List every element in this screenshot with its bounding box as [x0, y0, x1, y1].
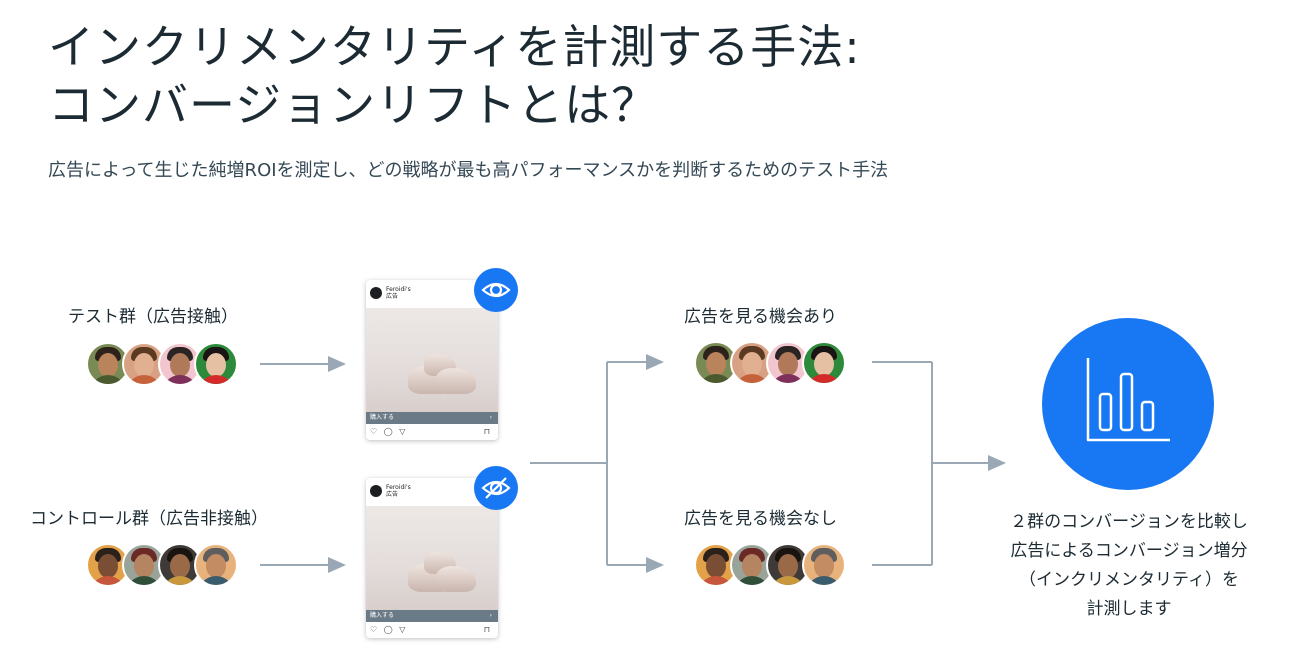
control-group-avatars: [86, 543, 238, 587]
bar-chart-icon: [1042, 318, 1214, 490]
opportunity-yes-label: 広告を見る機会あり: [684, 307, 837, 327]
ad-card-control: Feroidi's 広告 購入する › ♡ ◯ ▽ ⊓: [366, 478, 498, 638]
opportunity-no-label: 広告を見る機会なし: [684, 509, 837, 529]
avatar: [730, 341, 774, 385]
control-group-label: コントロール群（広告非接触）: [30, 509, 268, 529]
result-line: 計測します: [1086, 599, 1172, 619]
brand-name: Feroidi's: [386, 484, 411, 491]
ad-card-header: Feroidi's 広告: [370, 286, 411, 300]
eye-icon: [474, 268, 518, 312]
cta-bar[interactable]: 購入する ›: [366, 610, 498, 622]
test-group-avatars: [86, 342, 238, 386]
chevron-right-icon: ›: [489, 414, 492, 421]
page-subtitle: 広告によって生じた純増ROIを測定し、どの戦略が最も高パフォーマンスかを判断する…: [48, 160, 889, 181]
shoe-image: [366, 506, 498, 610]
sponsored-label: 広告: [386, 293, 399, 300]
opportunity-no-avatars: [694, 543, 846, 587]
sponsored-label: 広告: [386, 491, 399, 498]
bookmark-icon: ⊓: [483, 625, 490, 634]
title-line-2: コンバージョンリフトとは？: [48, 78, 659, 132]
action-icons: ♡ ◯ ▽: [370, 427, 408, 436]
avatar: [194, 342, 238, 386]
result-line: ２群のコンバージョンを比較し: [1010, 512, 1248, 532]
bookmark-icon: ⊓: [483, 427, 490, 436]
avatar: [86, 543, 130, 587]
eye-off-icon: [474, 466, 518, 510]
brand-name: Feroidi's: [386, 286, 411, 293]
chevron-right-icon: ›: [489, 612, 492, 619]
avatar: [802, 341, 846, 385]
page-title: インクリメンタリティを計測する手法: コンバージョンリフトとは？: [48, 18, 861, 134]
action-icons: ♡ ◯ ▽: [370, 625, 408, 634]
result-line: 広告によるコンバージョン増分: [1010, 541, 1248, 561]
shoe-image: [366, 308, 498, 412]
avatar: [158, 342, 202, 386]
result-description: ２群のコンバージョンを比較し 広告によるコンバージョン増分 （インクリメンタリテ…: [984, 508, 1274, 624]
cta-label: 購入する: [370, 414, 395, 421]
opportunity-yes-avatars: [694, 341, 846, 385]
brand-logo: [370, 485, 382, 497]
ad-card-header: Feroidi's 広告: [370, 484, 411, 498]
test-group-label: テスト群（広告接触）: [68, 307, 238, 327]
ad-card-test: Feroidi's 広告 購入する › ♡ ◯ ▽ ⊓: [366, 280, 498, 440]
avatar: [766, 341, 810, 385]
title-line-1: インクリメンタリティを計測する手法:: [48, 20, 861, 74]
cta-label: 購入する: [370, 612, 395, 619]
avatar: [194, 543, 238, 587]
result-line: （インクリメンタリティ）を: [1019, 570, 1239, 590]
avatar: [802, 543, 846, 587]
avatar: [122, 342, 166, 386]
cta-bar[interactable]: 購入する ›: [366, 412, 498, 424]
brand-logo: [370, 287, 382, 299]
